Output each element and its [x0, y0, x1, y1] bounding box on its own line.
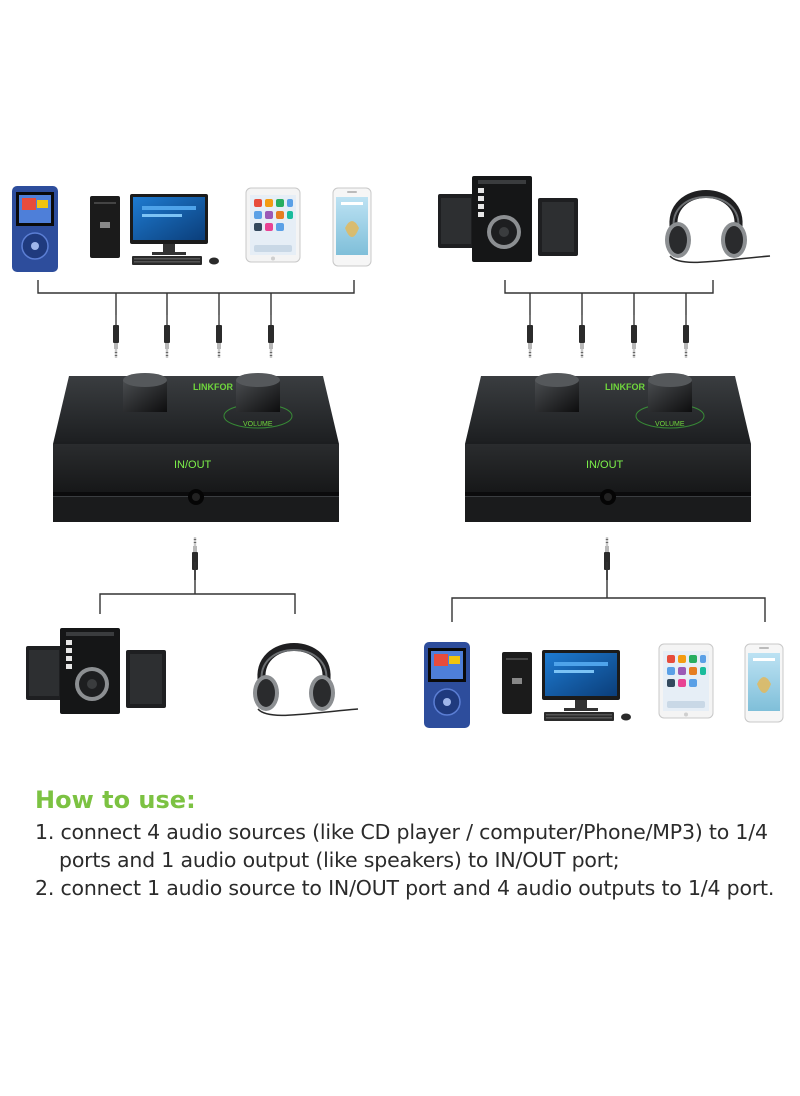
output-bracket-right: [504, 280, 714, 315]
in-out-port-label: IN/OUT: [586, 459, 624, 471]
audio-jack-icon: [683, 315, 689, 358]
smartphone-icon: [744, 643, 784, 723]
source-bracket-left: [37, 280, 355, 315]
audio-jack-icon: [631, 315, 637, 358]
connection-diagram: LINKFOR VOLUME IN/OUT LINKFOR VOLUME IN/…: [11, 176, 784, 729]
instruction-step: 2. connect 1 audio source to IN/OUT port…: [35, 876, 775, 900]
speaker-system-icon: [26, 628, 166, 714]
switch-box-right: LINKFOR VOLUME IN/OUT: [464, 372, 752, 523]
smartphone-icon: [332, 187, 372, 267]
output-bracket-left: [99, 562, 296, 614]
mp3-player-icon: [423, 641, 471, 729]
audio-jack-icon: [113, 315, 119, 358]
switch-box-left: LINKFOR VOLUME IN/OUT: [52, 372, 340, 523]
tablet-icon: [658, 643, 714, 719]
audio-jack-icon: [268, 315, 274, 358]
audio-jack-icon: [527, 315, 533, 358]
instruction-step: 1. connect 4 audio sources (like CD play…: [35, 820, 768, 872]
in-out-port-label: IN/OUT: [174, 459, 212, 471]
mp3-player-icon: [11, 185, 59, 273]
desktop-computer-icon: [502, 650, 631, 721]
volume-knob-label: VOLUME: [243, 421, 273, 428]
audio-jack-icon: [164, 315, 170, 358]
brand-label: LINKFOR: [605, 382, 645, 392]
desktop-computer-icon: [90, 194, 219, 265]
brand-label: LINKFOR: [193, 382, 233, 392]
tablet-icon: [245, 187, 301, 263]
audio-jack-icon: [216, 315, 222, 358]
instructions-title: How to use:: [35, 786, 196, 814]
audio-jack-icon: [579, 315, 585, 358]
instructions: How to use: 1. connect 4 audio sources (…: [35, 786, 795, 902]
source-bracket-right: [451, 562, 766, 622]
headphones-icon: [253, 647, 358, 715]
volume-knob-label: VOLUME: [655, 421, 685, 428]
headphones-icon: [665, 194, 770, 262]
speaker-system-icon: [438, 176, 578, 262]
